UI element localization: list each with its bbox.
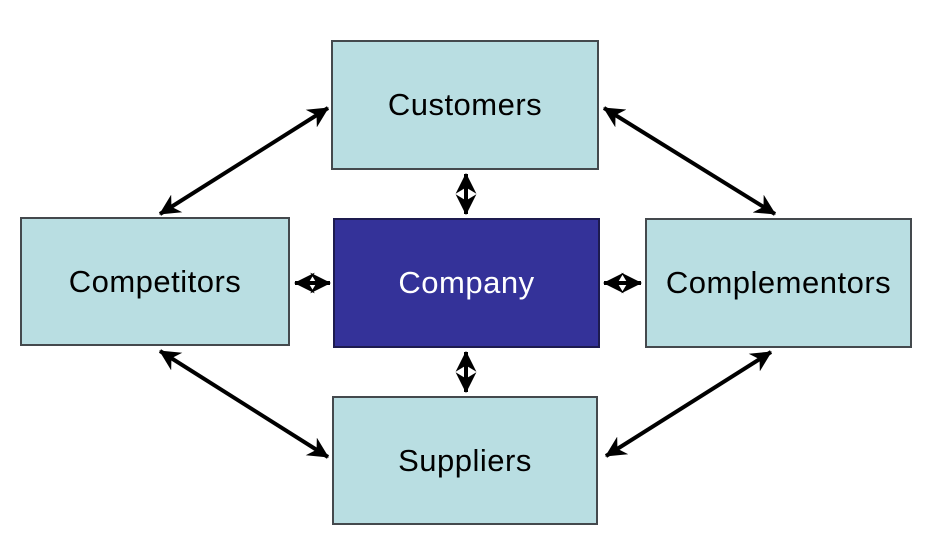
edge-customers-complementors [602, 106, 777, 216]
edge-competitors-suppliers [158, 349, 330, 459]
node-complementors: Complementors [645, 218, 912, 348]
node-company-label: Company [398, 265, 535, 300]
node-customers-label: Customers [387, 87, 543, 122]
node-competitors-label: Competitors [68, 263, 242, 299]
node-suppliers-label: Suppliers [398, 442, 532, 478]
node-customers: Customers [331, 40, 599, 170]
edge-suppliers-complementors [604, 350, 773, 458]
node-competitors: Competitors [20, 217, 290, 346]
node-company: Company [333, 218, 600, 348]
edge-competitors-customers [158, 106, 330, 216]
node-suppliers: Suppliers [332, 396, 598, 525]
node-complementors-label: Complementors [665, 265, 892, 300]
